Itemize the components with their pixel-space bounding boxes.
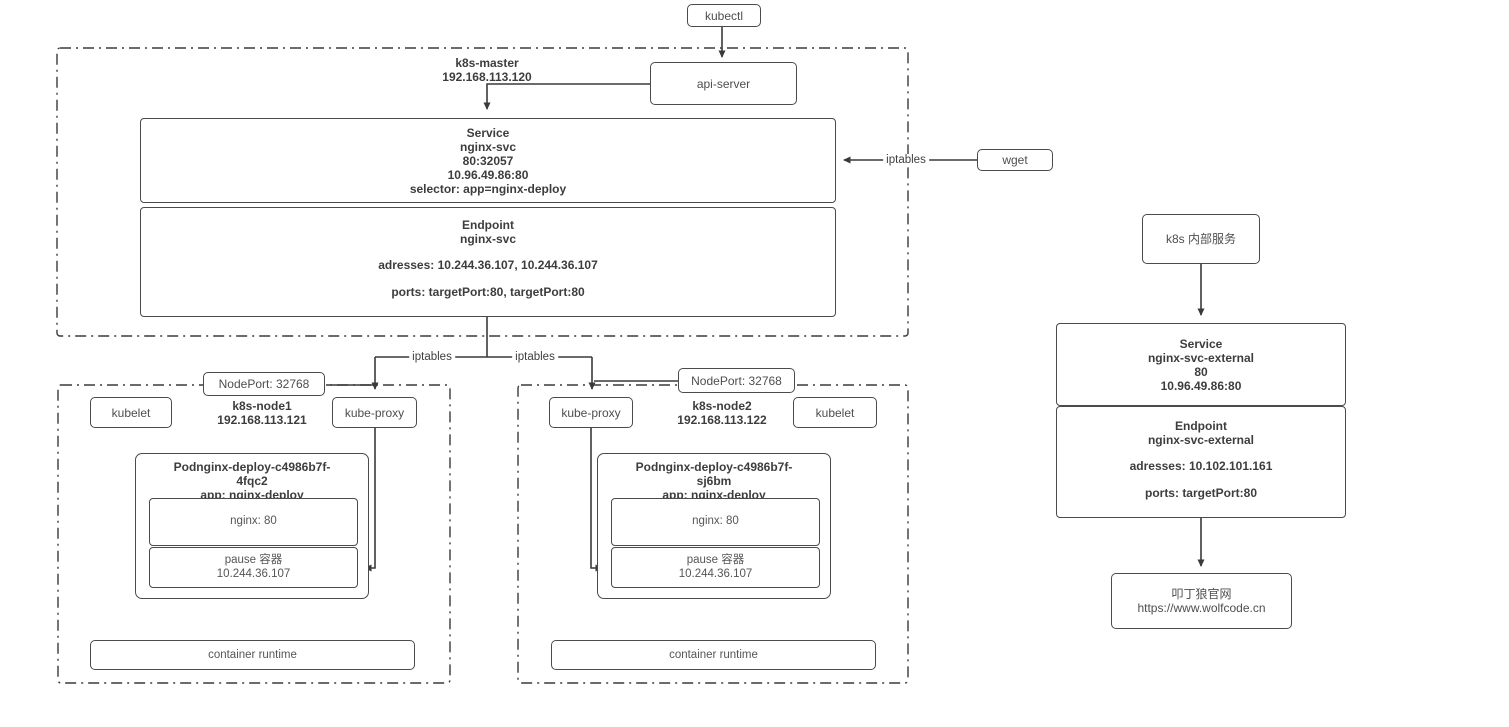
- node2-name: k8s-node2: [692, 399, 752, 413]
- master-endpoint-box: Endpoint nginx-svc adresses: 10.244.36.1…: [140, 207, 836, 317]
- external-endpoint-box: Endpoint nginx-svc-external adresses: 10…: [1056, 406, 1346, 518]
- node1-nginx-container-box: nginx: 80: [149, 498, 358, 546]
- kubectl-box: kubectl: [687, 4, 761, 27]
- endpoint-name: nginx-svc: [459, 232, 516, 246]
- api-server-box: api-server: [650, 62, 797, 105]
- node2-container-runtime-box: container runtime: [551, 640, 876, 670]
- node2-pause-ip: 10.244.36.107: [678, 567, 753, 580]
- endpoint-ports: ports: targetPort:80, targetPort:80: [391, 285, 585, 299]
- node2-kubeproxy-box: kube-proxy: [549, 397, 633, 428]
- website-name: 叩丁狼官网: [1171, 587, 1232, 601]
- node2-nodeport-label: NodePort: 32768: [691, 373, 782, 388]
- node2-pause-label: pause 容器: [686, 554, 745, 566]
- external-endpoint-title: Endpoint: [1175, 419, 1227, 433]
- external-endpoint-ports: ports: targetPort:80: [1144, 486, 1257, 500]
- node1-container-runtime-label: container runtime: [208, 649, 297, 661]
- node2-nginx-label: nginx: 80: [692, 515, 739, 528]
- node1-container-runtime-box: container runtime: [90, 640, 415, 670]
- wget-box: wget: [977, 149, 1053, 171]
- node2-nodeport-box: NodePort: 32768: [678, 368, 795, 393]
- apiserver-to-service-arrow: [483, 83, 650, 110]
- endpoint-title: Endpoint: [462, 218, 514, 232]
- iptables-left-label: iptables: [409, 351, 455, 363]
- node2-pod-name-line2: sj6bm: [696, 474, 732, 488]
- node1-pod-name-line1: Podnginx-deploy-c4986b7f-: [173, 460, 331, 474]
- service-clusterip: 10.96.49.86:80: [447, 167, 529, 182]
- website-url: https://www.wolfcode.cn: [1137, 601, 1266, 615]
- node1-pause-container-box: pause 容器 10.244.36.107: [149, 547, 358, 588]
- service-selector: selector: app=nginx-deploy: [409, 181, 567, 196]
- external-service-clusterip: 10.96.49.86:80: [1160, 378, 1242, 393]
- wget-label: wget: [1002, 153, 1028, 167]
- external-endpoint-addresses: adresses: 10.102.101.161: [1129, 459, 1273, 473]
- node1-pause-ip: 10.244.36.107: [216, 567, 291, 580]
- node1-name: k8s-node1: [232, 399, 292, 413]
- k8s-internal-service-box: k8s 内部服务: [1142, 214, 1260, 264]
- master-ip: 192.168.113.120: [442, 70, 532, 84]
- node1-ip: 192.168.113.121: [217, 413, 307, 427]
- node1-nodeport-label: NodePort: 32768: [218, 377, 310, 391]
- node2-ip: 192.168.113.122: [677, 413, 767, 427]
- master-name: k8s-master: [455, 56, 519, 70]
- endpoint-addresses: adresses: 10.244.36.107, 10.244.36.107: [378, 258, 598, 272]
- external-service-title: Service: [1179, 336, 1223, 351]
- master-dashed-border: [56, 47, 909, 337]
- external-service-box: Service nginx-svc-external 80 10.96.49.8…: [1056, 323, 1346, 406]
- master-service-box: Service nginx-svc 80:32057 10.96.49.86:8…: [140, 118, 836, 203]
- external-service-name: nginx-svc-external: [1147, 350, 1255, 365]
- website-box: 叩丁狼官网 https://www.wolfcode.cn: [1111, 573, 1292, 629]
- node1-kubeproxy-box: kube-proxy: [332, 397, 417, 428]
- service-nodeport: 80:32057: [462, 153, 514, 168]
- node2-pause-container-box: pause 容器 10.244.36.107: [611, 547, 820, 588]
- kubectl-label: kubectl: [704, 8, 744, 23]
- node1-nginx-label: nginx: 80: [230, 515, 277, 528]
- node1-kubelet-box: kubelet: [90, 397, 172, 428]
- iptables-wget-label: iptables: [883, 154, 929, 166]
- node1-pause-label: pause 容器: [224, 554, 283, 566]
- node2-nginx-container-box: nginx: 80: [611, 498, 820, 546]
- node1-title: k8s-node1 192.168.113.121: [200, 399, 324, 427]
- node2-kubelet-label: kubelet: [815, 405, 855, 420]
- node1-nodeport-box: NodePort: 32768: [203, 372, 325, 396]
- node1-kubelet-label: kubelet: [111, 405, 151, 420]
- node2-container-runtime-label: container runtime: [669, 649, 758, 661]
- node2-title: k8s-node2 192.168.113.122: [660, 399, 784, 427]
- node1-pod-box: Podnginx-deploy-c4986b7f- 4fqc2 app: ngi…: [135, 453, 369, 599]
- node2-kubelet-box: kubelet: [793, 397, 877, 428]
- node2-pod-name-line1: Podnginx-deploy-c4986b7f-: [635, 460, 793, 474]
- node1-kubeproxy-label: kube-proxy: [344, 405, 405, 420]
- master-title: k8s-master 192.168.113.120: [397, 56, 577, 84]
- node2-pod-box: Podnginx-deploy-c4986b7f- sj6bm app: ngi…: [597, 453, 831, 599]
- service-title: Service: [466, 125, 510, 140]
- external-service-port: 80: [1194, 364, 1208, 379]
- node1-pod-name-line2: 4fqc2: [236, 474, 268, 488]
- k8s-internal-service-label: k8s 内部服务: [1165, 232, 1236, 246]
- node2-kubeproxy-label: kube-proxy: [561, 405, 621, 420]
- api-server-label: api-server: [696, 76, 751, 91]
- service-name: nginx-svc: [459, 139, 516, 154]
- iptables-right-label: iptables: [512, 351, 558, 363]
- external-endpoint-name: nginx-svc-external: [1147, 433, 1255, 447]
